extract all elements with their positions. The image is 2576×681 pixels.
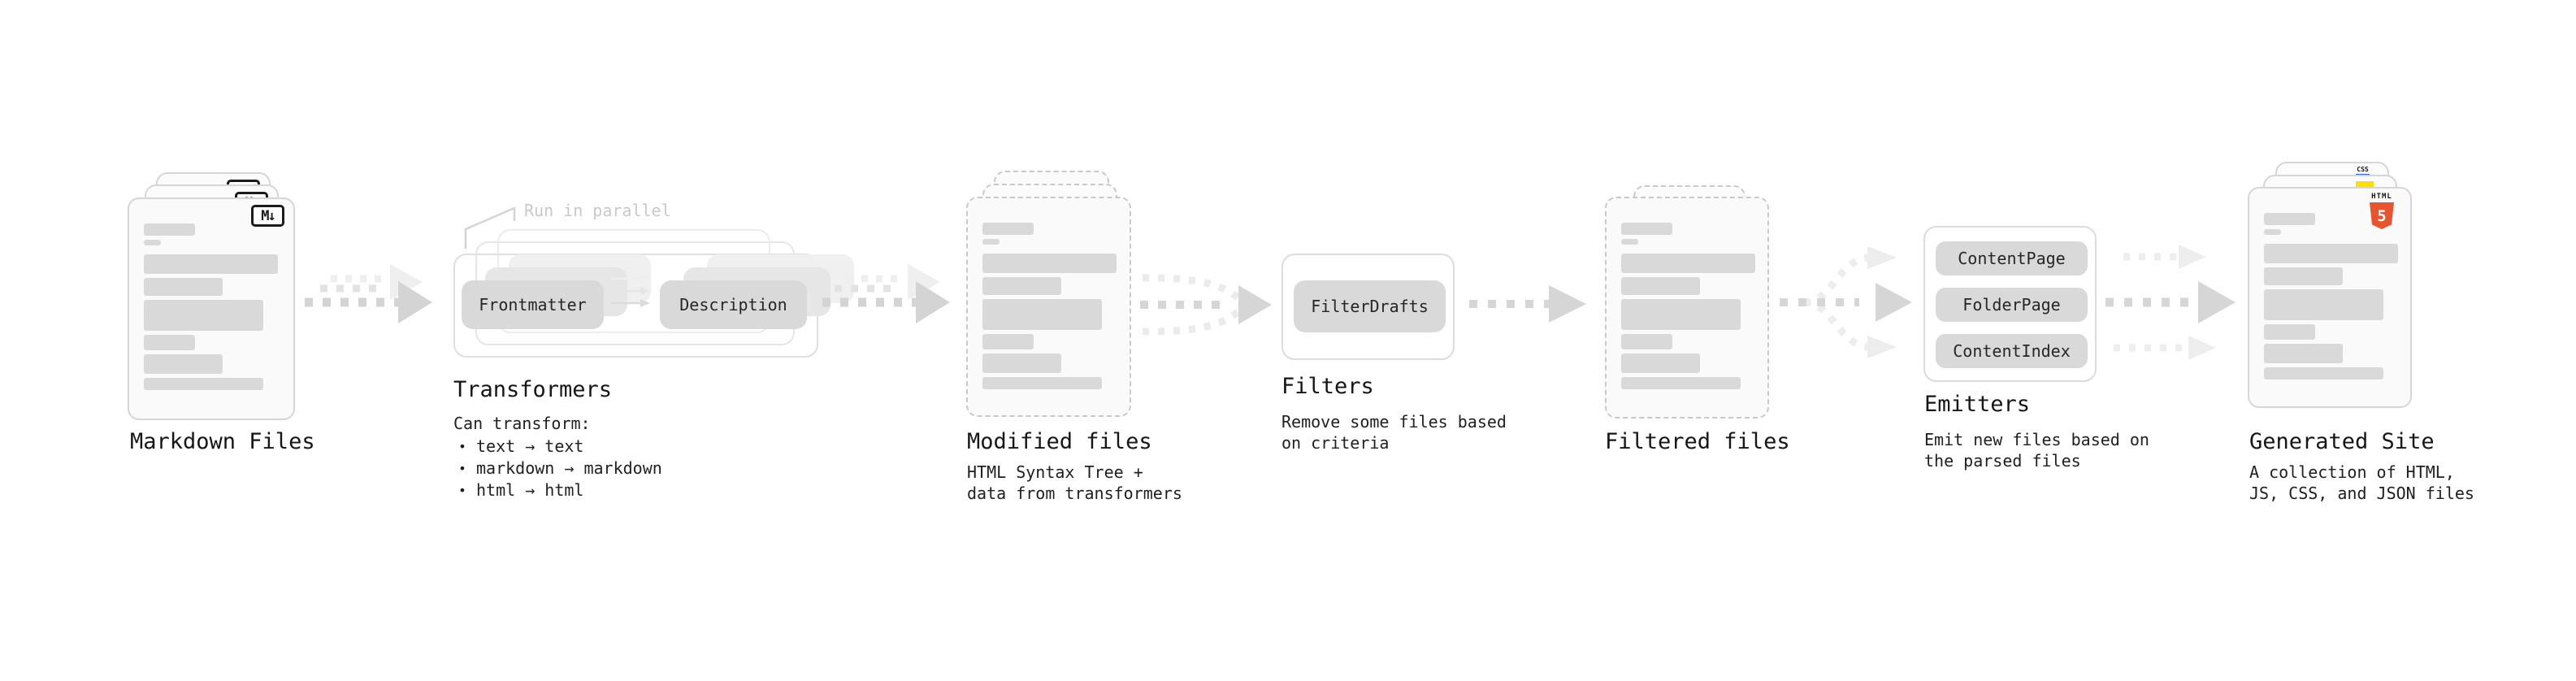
transformers-label: Transformers <box>453 377 613 402</box>
transform-bullet: • text → text <box>457 436 662 458</box>
emitters-label: Emitters <box>1924 392 2031 417</box>
bullet-icon: • <box>458 439 466 454</box>
markdown-file-card-front: M↓ <box>128 197 295 420</box>
arrow-markdown-to-transformers <box>305 264 432 323</box>
bullet-icon: • <box>458 483 466 498</box>
bullet-text: markdown → markdown <box>476 458 662 478</box>
emitters-desc: Emit new files based on the parsed files <box>1924 430 2149 471</box>
modified-files-desc: HTML Syntax Tree + data from transformer… <box>967 462 1182 503</box>
filters-box: FilterDrafts <box>1281 254 1455 360</box>
generated-site-label: Generated Site <box>2249 429 2435 454</box>
generated-html-card: HTML 5 <box>2248 187 2412 408</box>
arrow-emitters-to-generated <box>2105 245 2236 360</box>
folderpage-pill: FolderPage <box>1936 288 2088 322</box>
arrow-transformers-to-modified <box>822 264 950 323</box>
modified-file-card-front <box>966 197 1131 417</box>
parallel-mini-arrows <box>611 275 650 307</box>
emitters-box: ContentPage FolderPage ContentIndex <box>1923 226 2097 382</box>
description-pill: Description <box>660 280 807 329</box>
transform-bullet: • markdown → markdown <box>457 458 662 479</box>
text-placeholder-bars <box>144 223 278 390</box>
filtered-files-label: Filtered files <box>1605 429 1790 454</box>
html5-icon: HTML 5 <box>2363 193 2400 229</box>
arrow-filters-to-filtered <box>1469 285 1586 323</box>
transformers-desc-heading: Can transform: <box>453 414 591 433</box>
contentindex-pill: ContentIndex <box>1936 334 2088 368</box>
text-placeholder-bars <box>982 223 1117 389</box>
transform-bullet: • html → html <box>457 479 662 501</box>
generated-site-desc: A collection of HTML, JS, CSS, and JSON … <box>2249 462 2474 503</box>
filtered-file-card-front <box>1605 197 1769 419</box>
bullet-icon: • <box>458 461 466 476</box>
filters-desc: Remove some files based on criteria <box>1281 412 1507 453</box>
arrow-filtered-to-emitters <box>1780 246 1912 358</box>
markdown-files-label: Markdown Files <box>130 429 315 454</box>
frontmatter-pill: Frontmatter <box>462 280 604 329</box>
contentpage-pill: ContentPage <box>1936 241 2088 275</box>
transformers-bullets: • text → text • markdown → markdown • ht… <box>457 436 662 501</box>
filters-label: Filters <box>1281 374 1374 399</box>
arrow-modified-to-filters <box>1140 274 1272 336</box>
filterdrafts-pill: FilterDrafts <box>1294 280 1446 332</box>
text-placeholder-bars <box>1621 223 1755 389</box>
bullet-text: text → text <box>476 436 584 456</box>
bullet-text: html → html <box>476 480 584 500</box>
markdown-icon: M↓ <box>251 205 284 227</box>
callout-connector-line <box>464 206 516 249</box>
run-in-parallel-label: Run in parallel <box>524 201 671 220</box>
modified-files-label: Modified files <box>967 429 1152 454</box>
text-placeholder-bars <box>2264 213 2398 380</box>
js-icon <box>2356 181 2374 189</box>
